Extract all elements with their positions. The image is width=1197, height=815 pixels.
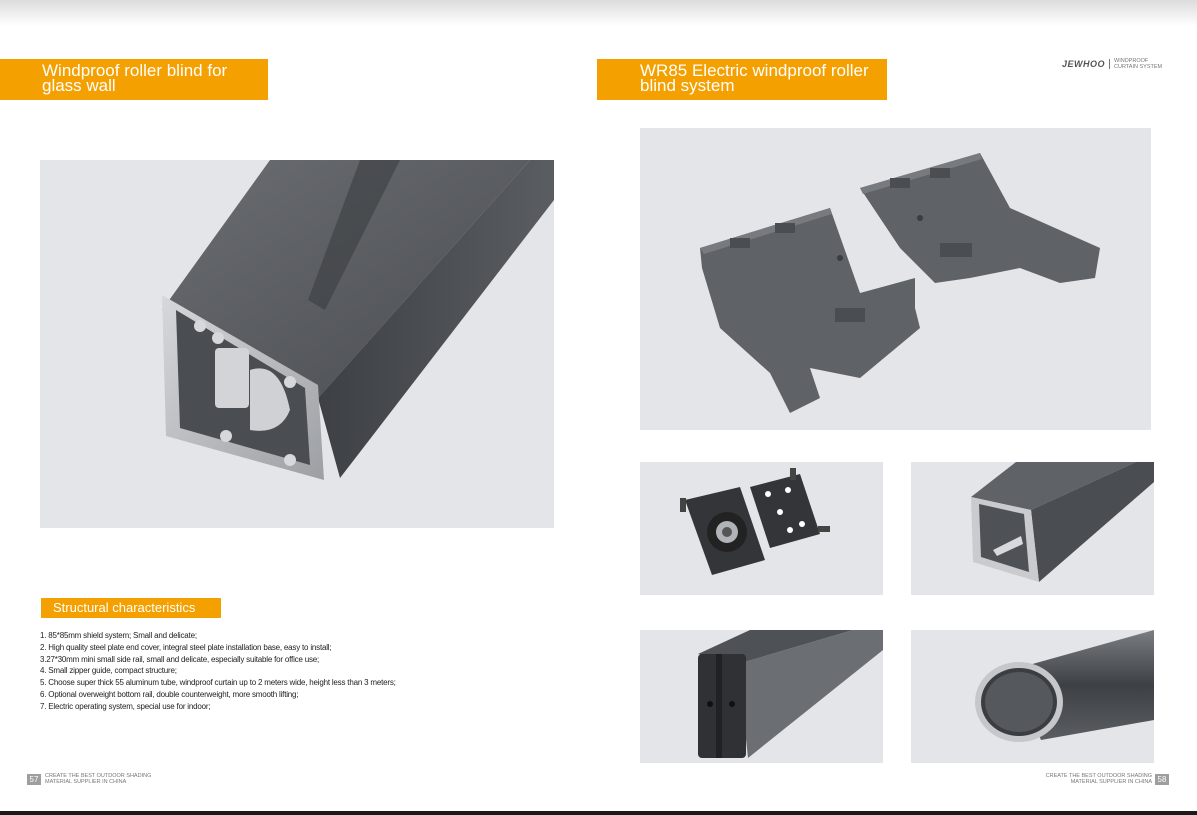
left-page-title-text: Windproof roller blind for glass wall: [42, 61, 228, 95]
right-footer-text: CREATE THE BEST OUTDOOR SHADING MATERIAL…: [1045, 773, 1152, 785]
bottom-rail-photo: [640, 630, 883, 763]
logo-divider: [1109, 59, 1111, 69]
feature-item: 7. Electric operating system, special us…: [40, 701, 211, 711]
logo-tagline: WINDPROOF CURTAIN SYSTEM: [1114, 58, 1163, 70]
left-page-title: Windproof roller blind for glass wall: [0, 59, 268, 100]
side-rail-profile-photo: [40, 160, 554, 528]
installation-base-photo: [640, 462, 883, 595]
section-heading-text: Structural characteristics: [53, 600, 196, 615]
feature-item: 1. 85*85mm shield system; Small and deli…: [40, 631, 197, 640]
top-shade: [0, 0, 1197, 26]
feature-item: 2. High quality steel plate end cover, i…: [40, 642, 332, 652]
aluminum-tube-photo: [911, 630, 1154, 763]
right-page-title: WR85 Electric windproof roller blind sys…: [597, 59, 887, 100]
bottom-rule: [0, 811, 1197, 815]
left-page-number: 57: [27, 774, 41, 785]
feature-item: 5. Choose super thick 55 aluminum tube, …: [40, 678, 396, 688]
right-page-number: 58: [1155, 774, 1169, 785]
feature-item: 4. Small zipper guide, compact structure…: [40, 666, 177, 676]
end-cover-plates-photo: [640, 128, 1151, 430]
feature-item: 3.27*30mm mini small side rail, small an…: [40, 654, 320, 664]
brand-logo: JEWHOO WINDPROOF CURTAIN SYSTEM: [1062, 58, 1162, 70]
right-page-title-text: WR85 Electric windproof roller blind sys…: [640, 61, 869, 95]
feature-list: 1. 85*85mm shield system; Small and deli…: [40, 630, 396, 713]
section-heading: Structural characteristics: [41, 598, 221, 618]
left-footer-text: CREATE THE BEST OUTDOOR SHADING MATERIAL…: [45, 773, 152, 785]
feature-item: 6. Optional overweight bottom rail, doub…: [40, 689, 299, 699]
headbox-profile-photo: [911, 462, 1154, 595]
logo-brand-text: JEWHOO: [1062, 59, 1106, 69]
